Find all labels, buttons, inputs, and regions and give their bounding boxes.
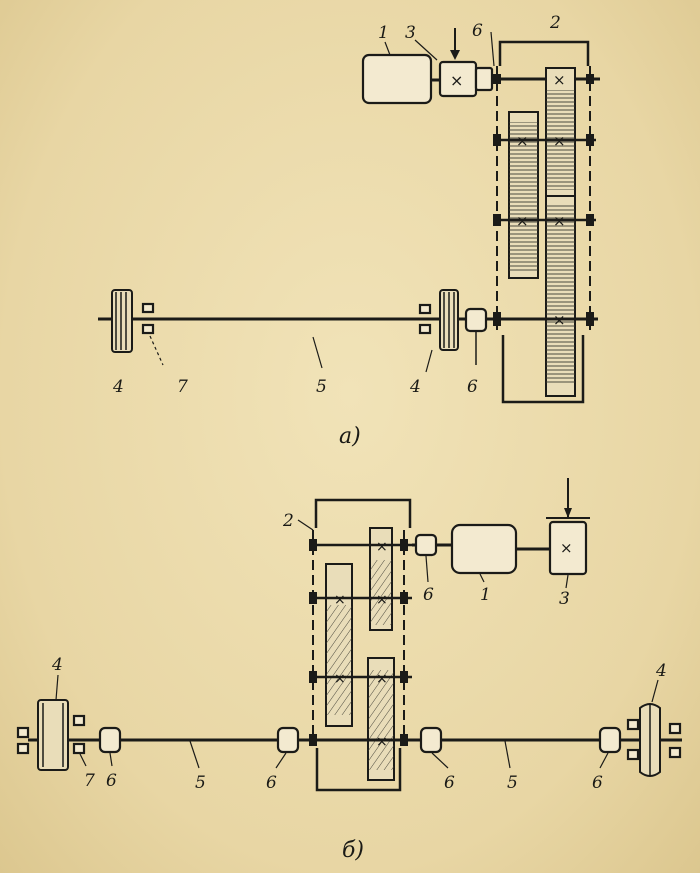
coupling-b-motor <box>414 533 438 557</box>
svg-text:×: × <box>553 311 566 329</box>
label-a-coupling-bottom: 6 <box>467 377 478 397</box>
label-a-shaft: 5 <box>316 377 327 397</box>
svg-text:×: × <box>516 212 529 230</box>
caption-a: a) <box>339 424 361 449</box>
svg-text:×: × <box>334 671 346 687</box>
svg-text:×: × <box>516 132 529 150</box>
coupling-b-right-inner <box>419 726 443 754</box>
label-b-coupling-right-outer: 6 <box>592 773 603 793</box>
svg-text:×: × <box>553 71 566 89</box>
coupling-a-top <box>474 66 494 92</box>
svg-text:×: × <box>376 539 388 555</box>
brake-b <box>548 520 588 576</box>
label-b-gearbox: 2 <box>282 511 294 531</box>
wheel-a-right <box>418 289 459 351</box>
wheel-b-left <box>16 699 86 771</box>
gearbox-a-housing-top <box>498 40 590 66</box>
label-b-coupling-left-outer: 6 <box>106 771 117 791</box>
label-a-bearing: 7 <box>177 377 188 397</box>
label-a-wheel-right: 4 <box>409 377 421 397</box>
svg-text:×: × <box>553 132 566 150</box>
gearbox-b-housing-top <box>314 498 412 528</box>
label-a-motor: 1 <box>378 23 389 43</box>
label-b-motor: 1 <box>480 585 491 605</box>
bearing-b <box>72 742 86 755</box>
label-b-coupling-left-inner: 6 <box>266 773 277 793</box>
label-a-brake: 3 <box>405 23 416 43</box>
label-b-coupling-motor: 6 <box>423 585 434 605</box>
label-b-shaft-left: 5 <box>195 773 206 793</box>
label-b-wheel-right: 4 <box>655 661 667 681</box>
wheel-b-right <box>626 703 682 777</box>
svg-text:×: × <box>560 539 573 557</box>
gearbox-b-housing-bottom <box>315 748 402 792</box>
svg-text:×: × <box>553 212 566 230</box>
label-a-gearbox: 2 <box>549 13 561 33</box>
bearing-a <box>141 323 155 335</box>
svg-text:×: × <box>450 71 463 90</box>
coupling-a-bottom <box>464 307 488 333</box>
svg-text:×: × <box>334 592 346 608</box>
label-b-coupling-right-inner: 6 <box>444 773 455 793</box>
label-b-wheel-left: 4 <box>51 655 63 675</box>
gearbox-a-housing-bottom <box>501 335 585 404</box>
svg-text:×: × <box>376 592 388 608</box>
coupling-b-left-inner <box>276 726 300 754</box>
label-b-bearing: 7 <box>84 771 95 791</box>
label-a-coupling-top: 6 <box>472 21 483 41</box>
label-b-shaft-right: 5 <box>507 773 518 793</box>
svg-text:×: × <box>376 734 388 750</box>
caption-b: б) <box>342 838 364 863</box>
motor-a <box>361 53 433 105</box>
label-a-wheel-left: 4 <box>112 377 124 397</box>
motor-b <box>450 523 518 575</box>
label-b-brake: 3 <box>559 589 570 609</box>
figure-a: × × × × × × × <box>98 13 600 449</box>
svg-text:×: × <box>376 671 388 687</box>
figure-b: × × × × × × × <box>16 478 682 863</box>
coupling-b-right-outer <box>598 726 622 754</box>
coupling-b-left-outer <box>98 726 122 754</box>
wheel-a-left <box>111 289 155 353</box>
